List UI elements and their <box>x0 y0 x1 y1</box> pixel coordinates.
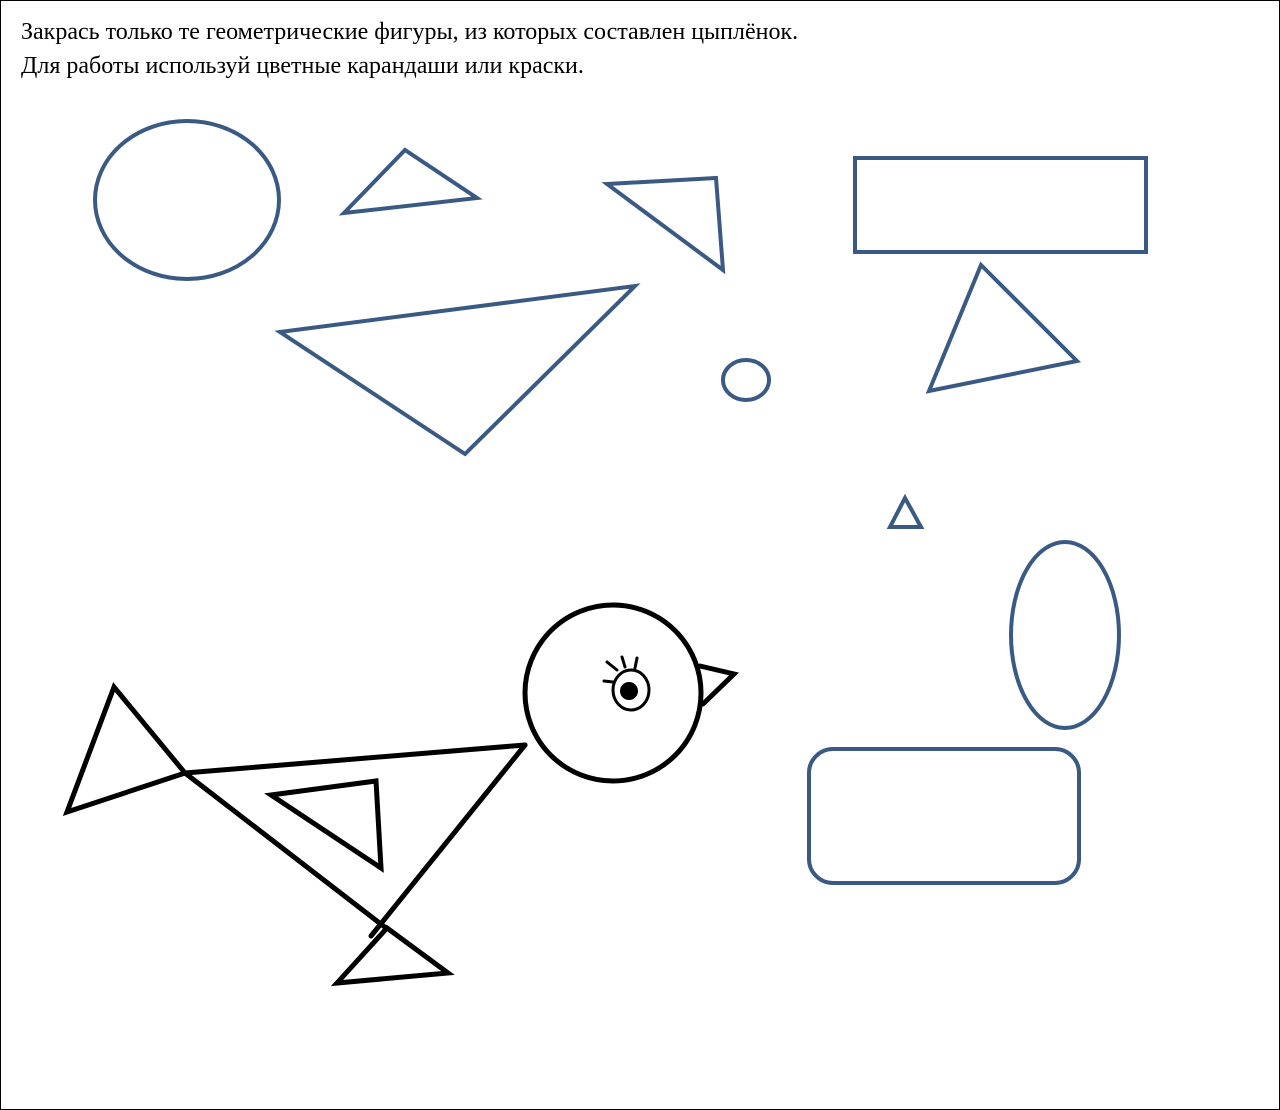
large-circle-shape[interactable] <box>95 121 279 279</box>
chick-beak <box>700 666 734 704</box>
rectangle-shape[interactable] <box>855 158 1146 252</box>
chick-back-line <box>185 745 525 773</box>
inverted-triangle-shape[interactable] <box>607 178 723 270</box>
chick-tail-triangle <box>67 687 185 812</box>
small-triangle-shape[interactable] <box>344 150 477 213</box>
chick-foot-triangle <box>337 928 448 983</box>
tiny-triangle-shape[interactable] <box>890 498 921 527</box>
large-triangle-shape[interactable] <box>280 286 635 454</box>
rounded-rectangle-shape[interactable] <box>809 749 1079 883</box>
oval-shape[interactable] <box>1011 542 1119 728</box>
chick-chest-line <box>371 745 525 936</box>
small-circle-shape[interactable] <box>723 360 769 400</box>
chick-drawing <box>67 605 734 983</box>
chick-pupil <box>620 682 638 700</box>
medium-triangle-shape[interactable] <box>929 265 1077 391</box>
